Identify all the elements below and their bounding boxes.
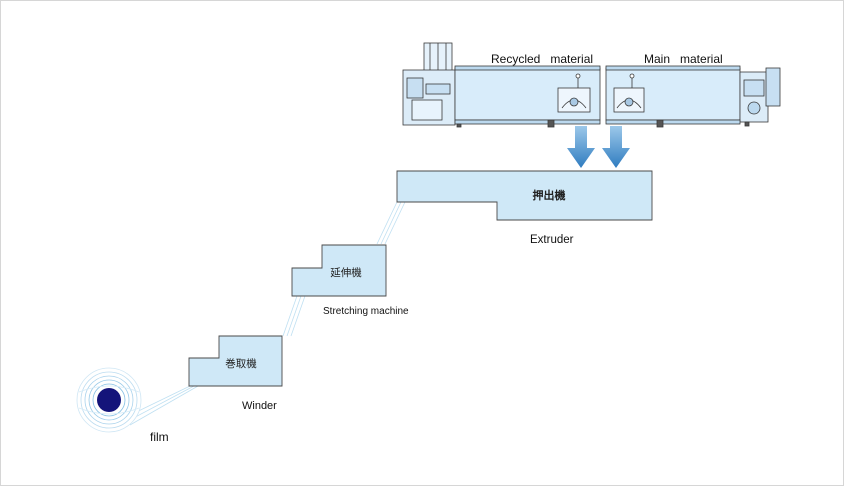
film-caption: film <box>150 430 169 444</box>
film-path-lines <box>121 201 406 426</box>
recycled-material-label: Recycled material <box>491 52 593 66</box>
feed-arrow-main <box>602 126 630 168</box>
film-roll <box>76 367 142 433</box>
main-material-label: Main material <box>644 52 723 66</box>
recycled-material-extruder-drawing <box>402 42 601 128</box>
extruder-caption: Extruder <box>530 234 574 246</box>
extruder-box: 押出機 <box>396 170 653 221</box>
extruder-box-label: 押出機 <box>533 188 566 202</box>
winder-box: 巻取機 <box>188 335 283 387</box>
winder-box-label: 巻取機 <box>225 357 257 370</box>
feed-arrow-recycled <box>567 126 595 168</box>
winder-caption: Winder <box>242 400 277 412</box>
main-material-extruder-drawing <box>605 65 781 128</box>
stretching-box-label: 延伸機 <box>330 266 362 279</box>
stretching-machine-box: 延伸機 <box>291 244 387 297</box>
film-roll-core <box>97 388 121 412</box>
stretching-machine-caption: Stretching machine <box>323 306 409 317</box>
